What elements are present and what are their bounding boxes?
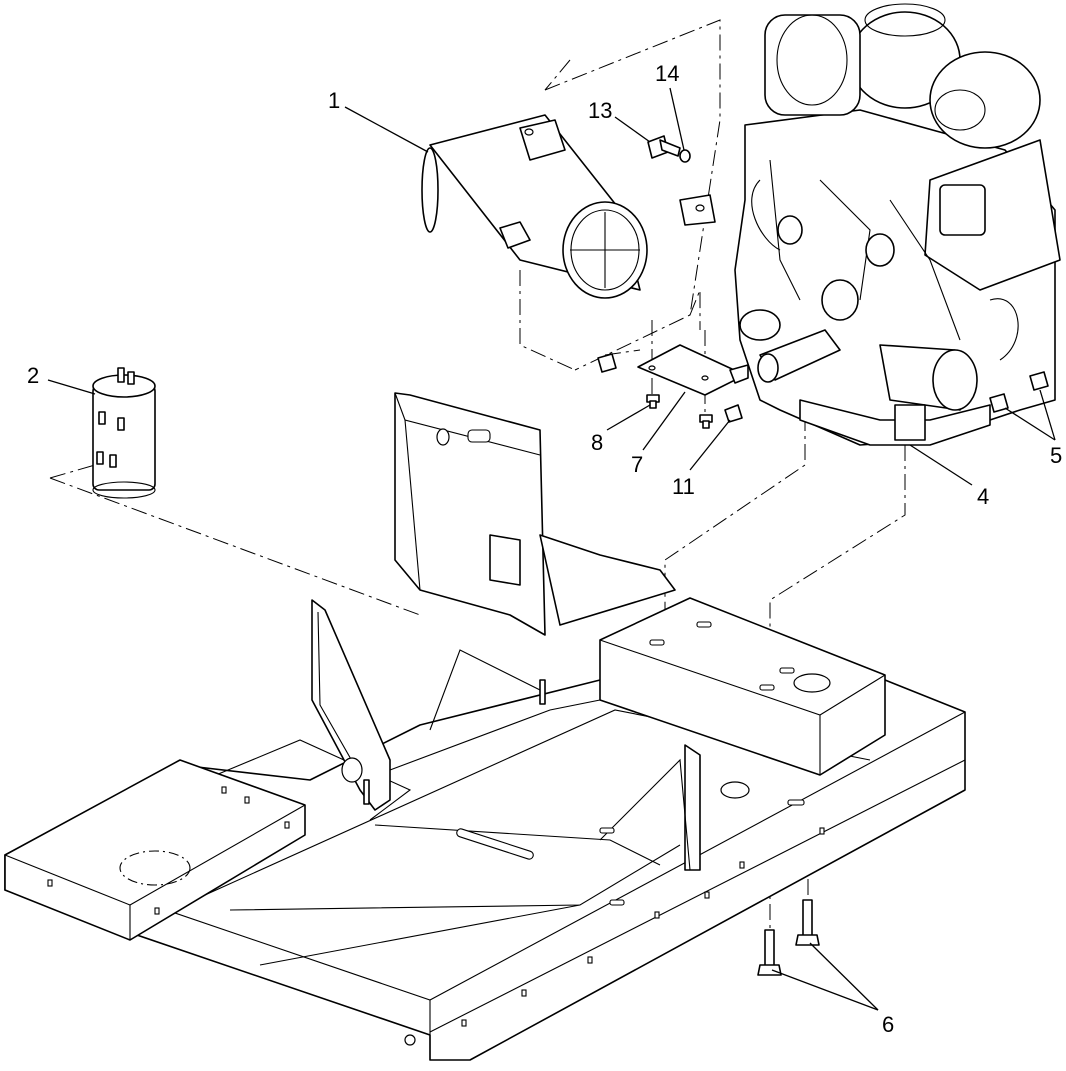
- callout-8: 8: [591, 430, 603, 455]
- callout-6: 6: [882, 1012, 894, 1037]
- callout-1: 1: [328, 88, 340, 113]
- engine-mount-deck: [599, 597, 886, 776]
- callout-5: 5: [1050, 443, 1062, 468]
- part-6-bolts: [757, 899, 820, 976]
- part-11-bolt: [597, 353, 743, 423]
- part-4-engine: [734, 3, 1061, 446]
- callout-13: 13: [588, 98, 612, 123]
- part-14-washer: [679, 149, 691, 163]
- front-mount-plate: [4, 759, 306, 941]
- part-5-nuts: [989, 371, 1049, 413]
- part-13-bolt: [647, 135, 681, 159]
- callout-7: 7: [631, 452, 643, 477]
- part-2-canister: [92, 367, 156, 499]
- callout-labels: 1 2 4 5 6 7 8 11 13 14: [27, 61, 1062, 1037]
- part-8-screw-2: [699, 414, 713, 429]
- callout-4: 4: [977, 484, 989, 509]
- part-8-screw: [646, 394, 660, 409]
- chassis-frame: [4, 599, 966, 1061]
- callout-14: 14: [655, 61, 679, 86]
- part-7-plate: [637, 344, 749, 396]
- leader-lines: [47, 87, 1056, 1011]
- part-1-muffler: [421, 114, 716, 299]
- callout-11: 11: [672, 474, 695, 499]
- callout-2: 2: [27, 363, 39, 388]
- seat-riser-bracket: [394, 392, 676, 636]
